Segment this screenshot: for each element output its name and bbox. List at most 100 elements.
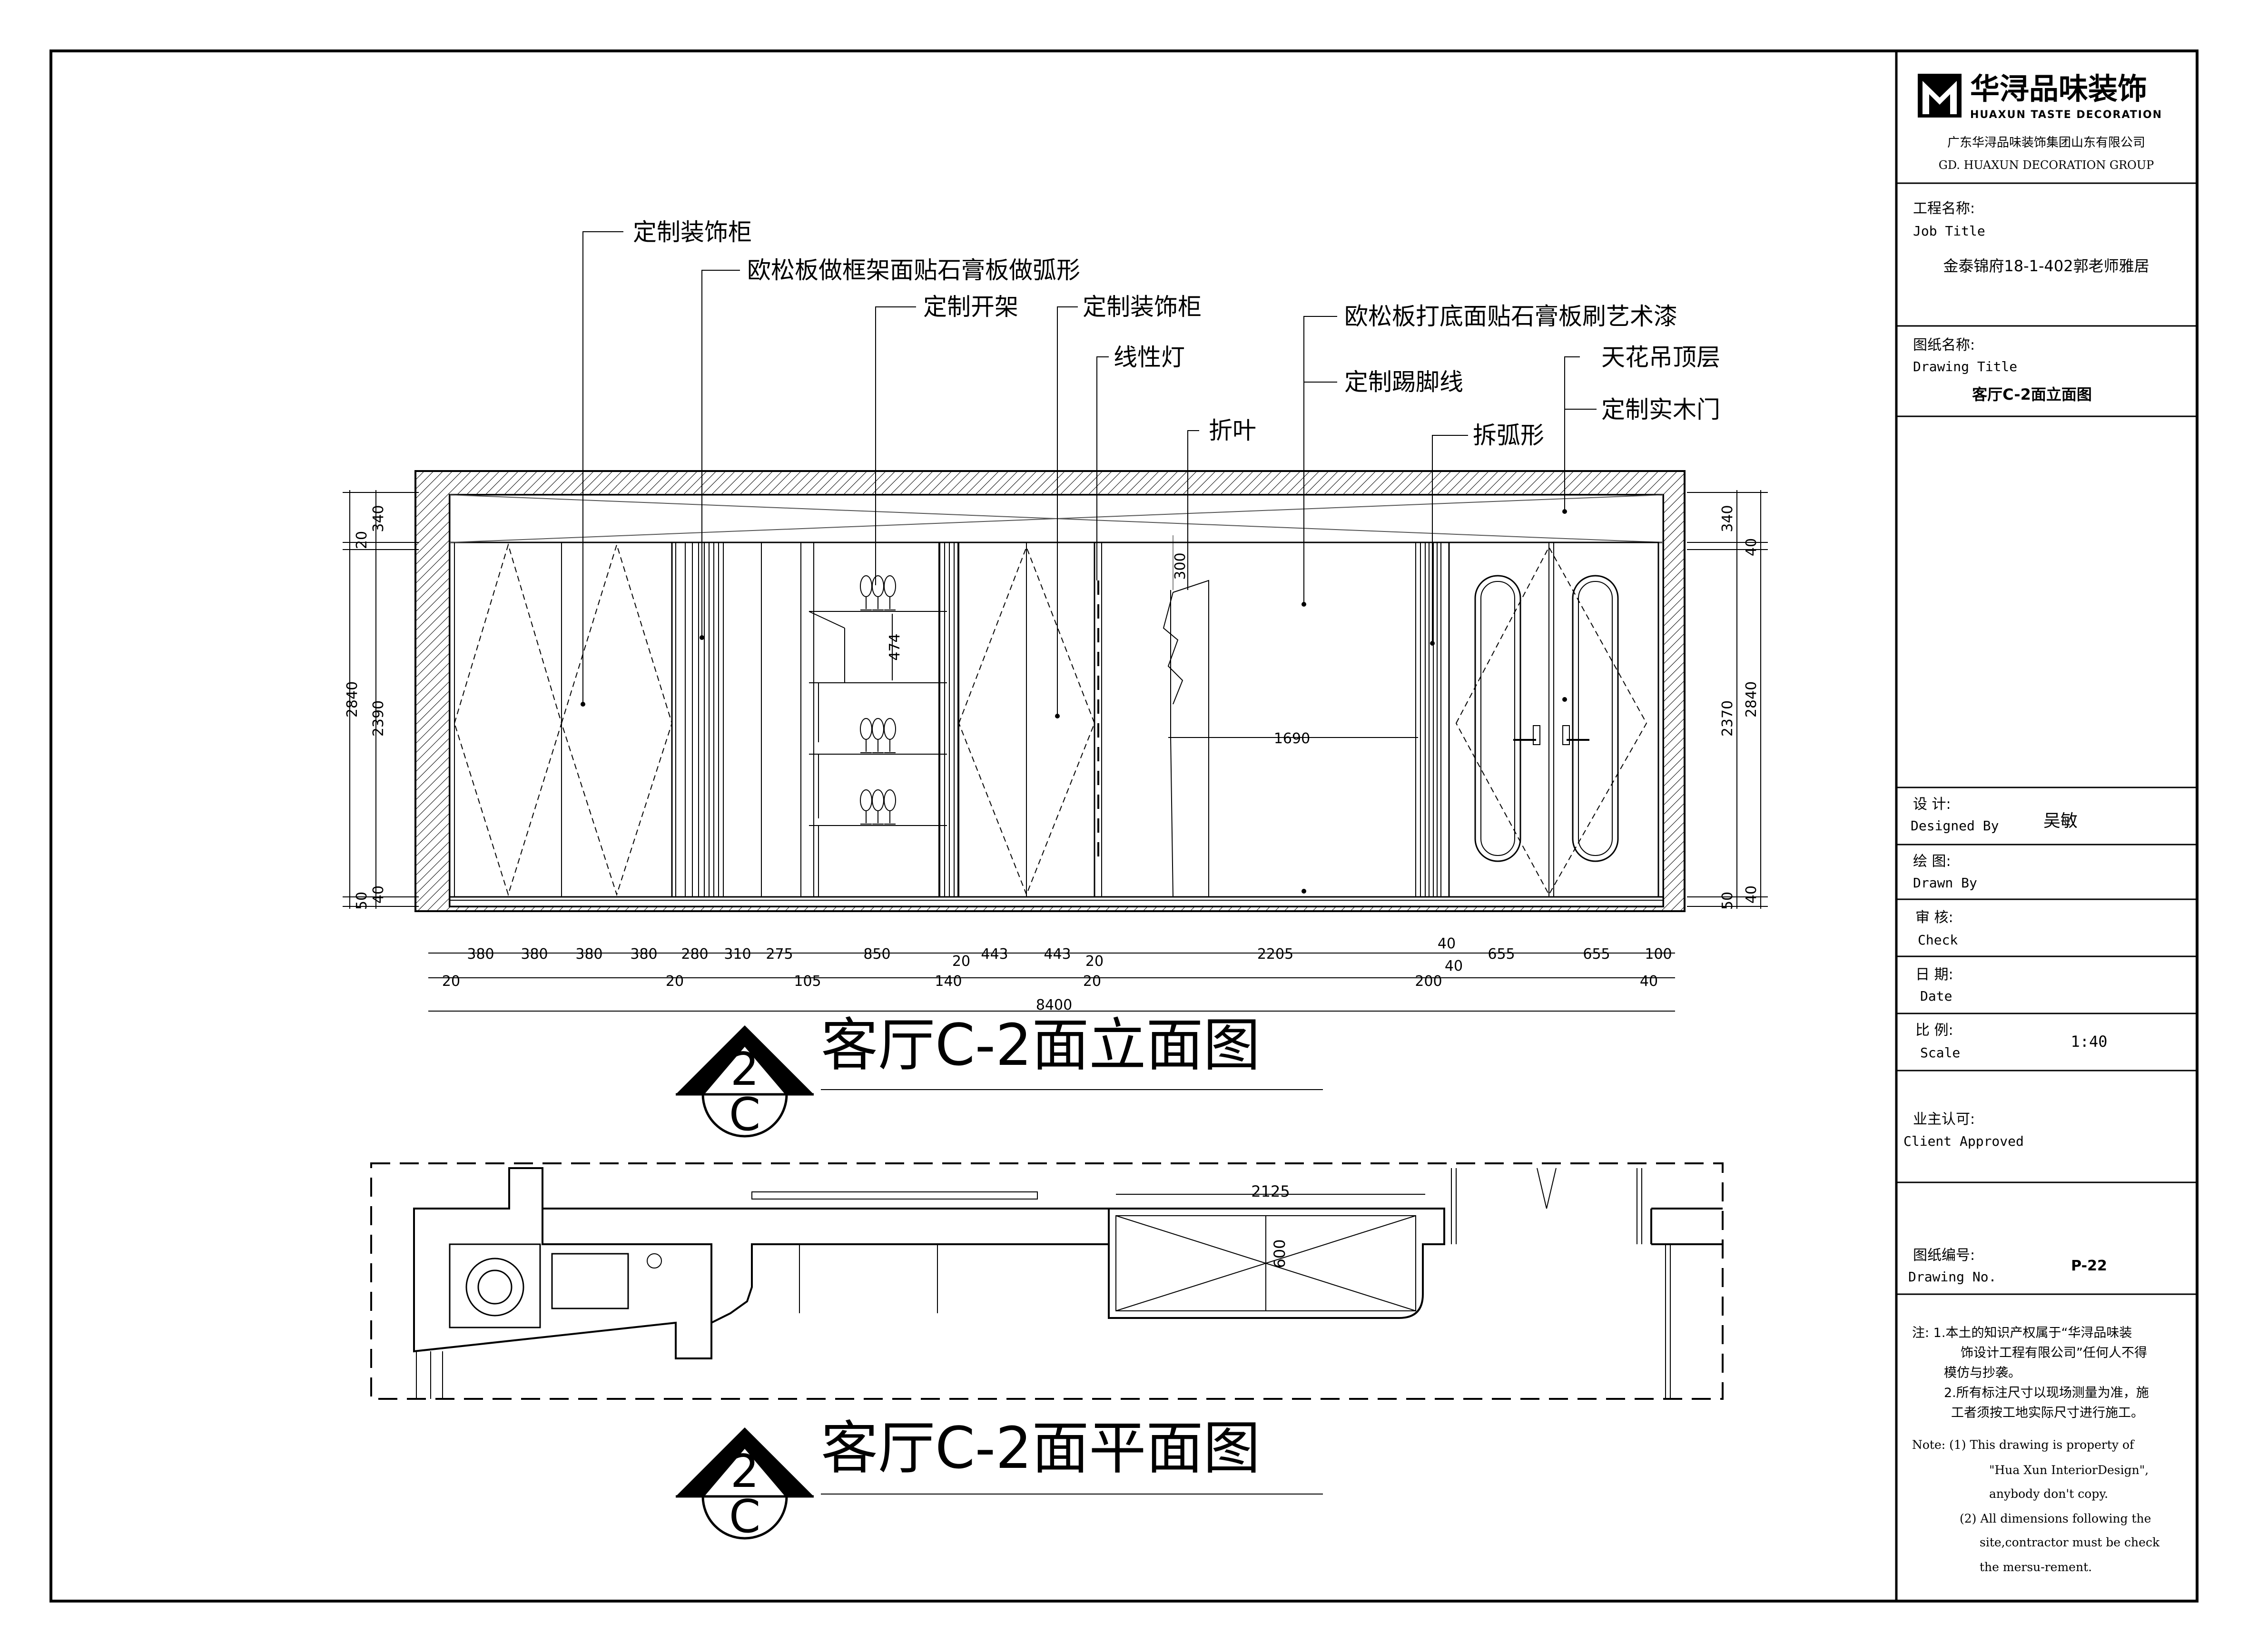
client-en: Client Approved <box>1903 1133 2024 1149</box>
scale-en: Scale <box>1920 1045 1960 1061</box>
company-name-cn: 广东华浔品味装饰集团山东有限公司 <box>1947 136 2145 150</box>
dim-left-top: 340 <box>370 505 387 532</box>
svg-text:310: 310 <box>724 946 751 963</box>
scale-value: 1:40 <box>2071 1032 2107 1051</box>
dim-wall: 1690 <box>1274 730 1310 747</box>
middle-cabinet <box>958 542 1102 897</box>
svg-text:105: 105 <box>794 973 821 990</box>
note-cn-3: 模仿与抄袭。 <box>1944 1366 2021 1380</box>
scale-cn: 比 例: <box>1915 1022 1953 1039</box>
drawn-en: Drawn By <box>1913 875 1977 891</box>
plan-title: 客厅C-2面平面图 <box>821 1416 1260 1482</box>
note-en-1: Note: (1) This drawing is property of <box>1912 1438 2135 1452</box>
dim-total-width: 8400 <box>1036 997 1072 1013</box>
label-decorative-cabinet-1: 定制装饰柜 <box>633 218 752 246</box>
dim-bottom-row: 20 20 105 140 20 200 40 <box>442 973 1658 990</box>
plan-dim-width: 2125 <box>1251 1182 1290 1200</box>
fluted-panel-right <box>1415 542 1441 897</box>
plan-drawing: 2125 600 2 C 客厅C-2面平面图 <box>370 1162 1724 1543</box>
leader-lines <box>582 231 1597 716</box>
drawing-title-en: Drawing Title <box>1913 359 2017 374</box>
dim-right-top2: 40 <box>1743 538 1760 556</box>
svg-text:380: 380 <box>575 946 602 963</box>
job-title-value: 金泰锦府18-1-402郭老师雅居 <box>1943 257 2149 275</box>
label-osb-arc: 欧松板做框架面贴石膏板做弧形 <box>747 256 1080 284</box>
bottom-dimensions <box>428 953 1675 1012</box>
dim-right-bot1: 50 <box>1719 892 1736 910</box>
label-open-shelf: 定制开架 <box>923 293 1018 321</box>
check-cn: 审 核: <box>1915 909 1953 926</box>
open-shelf: 474 <box>800 542 947 897</box>
company-logo-sub: HUAXUN TASTE DECORATION <box>1970 109 2162 121</box>
drawn-cn: 绘 图: <box>1913 853 1951 870</box>
svg-text:100: 100 <box>1645 946 1672 963</box>
designed-cn: 设 计: <box>1913 796 1951 813</box>
label-remove-arc: 拆弧形 <box>1473 422 1544 449</box>
dim-left-outer: 2840 <box>344 681 361 718</box>
fluted-panel-mid <box>939 542 958 897</box>
company-logo: 华浔品味装饰 HUAXUN TASTE DECORATION <box>1918 71 2162 121</box>
drawing-title-value: 客厅C-2面立面图 <box>1972 385 2092 403</box>
sink <box>551 1253 629 1309</box>
svg-text:40: 40 <box>1640 973 1658 990</box>
sheet-border <box>49 49 2199 1603</box>
client-cn: 业主认可: <box>1913 1111 1975 1128</box>
note-cn-2: 饰设计工程有限公司”任何人不得 <box>1961 1346 2147 1360</box>
elevation-symbol-bottom: C <box>729 1089 760 1141</box>
date-en: Date <box>1920 988 1952 1004</box>
svg-text:20: 20 <box>1085 953 1104 970</box>
svg-text:40: 40 <box>1438 935 1456 952</box>
washer <box>449 1243 541 1328</box>
dim-left-bot1: 50 <box>354 892 370 910</box>
drawing-title-cn: 图纸名称: <box>1913 337 1975 354</box>
svg-text:850: 850 <box>863 946 890 963</box>
designed-value: 吴敏 <box>2043 811 2078 831</box>
note-en-3: anybody don't copy. <box>1989 1487 2108 1501</box>
dim-right-bot2: 40 <box>1743 885 1760 904</box>
dim-right-top: 340 <box>1719 505 1736 532</box>
designed-en: Designed By <box>1911 818 1999 834</box>
note-en-2: "Hua Xun InteriorDesign", <box>1989 1463 2149 1477</box>
drawing-no-en: Drawing No. <box>1908 1269 1996 1285</box>
note-cn-4: 2.所有标注尺寸以现场测量为准，施 <box>1944 1386 2149 1400</box>
dim-left-bot2: 40 <box>370 885 387 904</box>
plan-symbol-top: 2 <box>730 1446 759 1498</box>
check-en: Check <box>1918 932 1958 948</box>
svg-text:40: 40 <box>1445 958 1463 974</box>
svg-text:380: 380 <box>630 946 657 963</box>
svg-text:20: 20 <box>1083 973 1101 990</box>
drawing-no-value: P-22 <box>2071 1258 2107 1274</box>
note-en-4: (2) All dimensions following the <box>1960 1512 2151 1525</box>
dim-shelf: 474 <box>887 633 903 660</box>
dim-right-outer: 2840 <box>1743 681 1760 718</box>
elevation-title-symbol: 2 C <box>676 1025 814 1141</box>
dim-left-inner: 2390 <box>370 700 387 737</box>
plan-dim-depth: 600 <box>1271 1239 1289 1268</box>
label-skirting: 定制踢脚线 <box>1344 368 1463 396</box>
svg-text:275: 275 <box>766 946 793 963</box>
svg-text:200: 200 <box>1415 973 1442 990</box>
label-art-paint: 欧松板打底面贴石膏板刷艺术漆 <box>1344 303 1677 330</box>
label-decorative-cabinet-2: 定制装饰柜 <box>1083 293 1202 321</box>
label-ceiling: 天花吊顶层 <box>1601 344 1720 371</box>
dim-top-row: 380 380 380 380 280 310 275 850 20 443 4… <box>467 935 1672 974</box>
feature-wall: 300 1690 <box>1163 535 1418 897</box>
left-cabinet <box>454 542 673 897</box>
svg-text:443: 443 <box>1044 946 1071 963</box>
plan-title-symbol: 2 C <box>676 1427 814 1543</box>
solid-wood-door <box>1448 509 1659 898</box>
note-cn-1: 注: 1.本土的知识产权属于“华浔品味装 <box>1912 1326 2132 1340</box>
elevation-symbol-top: 2 <box>730 1043 759 1096</box>
svg-text:655: 655 <box>1583 946 1610 963</box>
note-en-6: the mersu-rement. <box>1980 1560 2092 1574</box>
label-linear-light: 线性灯 <box>1114 344 1185 371</box>
drawing-no-cn: 图纸编号: <box>1913 1247 1975 1264</box>
note-en-5: site,contractor must be check <box>1980 1535 2160 1549</box>
right-dimensions <box>1687 490 1768 909</box>
left-dimensions <box>343 490 419 909</box>
dim-fold: 300 <box>1172 552 1189 580</box>
dim-left-top2: 20 <box>354 531 370 549</box>
svg-text:443: 443 <box>981 946 1008 963</box>
elevation-drawing: 474 300 <box>343 218 1768 1141</box>
